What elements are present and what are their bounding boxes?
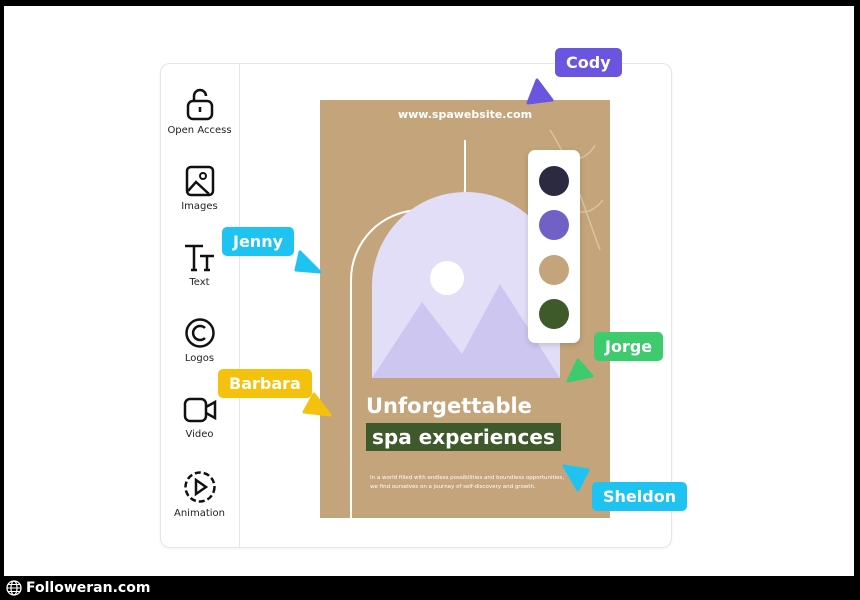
poster-subtitle: spa experiences xyxy=(366,423,561,451)
tool-logos[interactable]: Logos xyxy=(160,317,239,364)
collaborator-tag-barbara: Barbara xyxy=(218,369,312,398)
collaborator-tag-sheldon: Sheldon xyxy=(592,482,688,511)
tool-video[interactable]: Video xyxy=(160,395,239,440)
swatch-tan[interactable] xyxy=(539,255,569,285)
collaborator-tag-jorge: Jorge xyxy=(594,332,664,361)
text-icon xyxy=(184,244,214,272)
swatch-purple[interactable] xyxy=(539,210,569,240)
tool-label: Video xyxy=(185,429,214,440)
tool-label: Open Access xyxy=(167,125,232,136)
tool-open-access[interactable]: Open Access xyxy=(160,87,239,136)
tool-label: Images xyxy=(181,201,218,212)
poster-decoration xyxy=(350,129,604,518)
tool-text[interactable]: Text xyxy=(160,241,239,288)
swatch-navy[interactable] xyxy=(539,166,569,196)
poster-url: www.spawebsite.com xyxy=(397,108,533,121)
tool-images[interactable]: Images xyxy=(160,165,239,212)
poster-body: In a world filled with endless possibili… xyxy=(370,475,565,490)
video-icon xyxy=(183,397,216,423)
unlock-icon xyxy=(186,88,213,121)
poster-title: Unforgettable xyxy=(366,394,532,418)
tool-label: Logos xyxy=(184,353,215,364)
copyright-icon xyxy=(184,318,215,348)
footer-brand: Followeran.com xyxy=(6,580,150,596)
tool-label: Text xyxy=(189,277,210,288)
tool-animation[interactable]: Animation xyxy=(160,470,239,519)
collaborator-tag-jenny: Jenny xyxy=(222,227,295,256)
color-palette xyxy=(528,150,580,343)
tool-label: Animation xyxy=(174,508,225,519)
tool-sidebar: Open Access Images Text Logos Video Anim… xyxy=(160,63,240,548)
swatch-green[interactable] xyxy=(539,299,569,329)
image-icon xyxy=(185,165,214,197)
collaborator-tag-cody: Cody xyxy=(555,48,622,77)
footer-brand-text: Followeran.com xyxy=(26,580,151,596)
globe-icon xyxy=(6,580,22,596)
play-circle-icon xyxy=(183,471,216,503)
